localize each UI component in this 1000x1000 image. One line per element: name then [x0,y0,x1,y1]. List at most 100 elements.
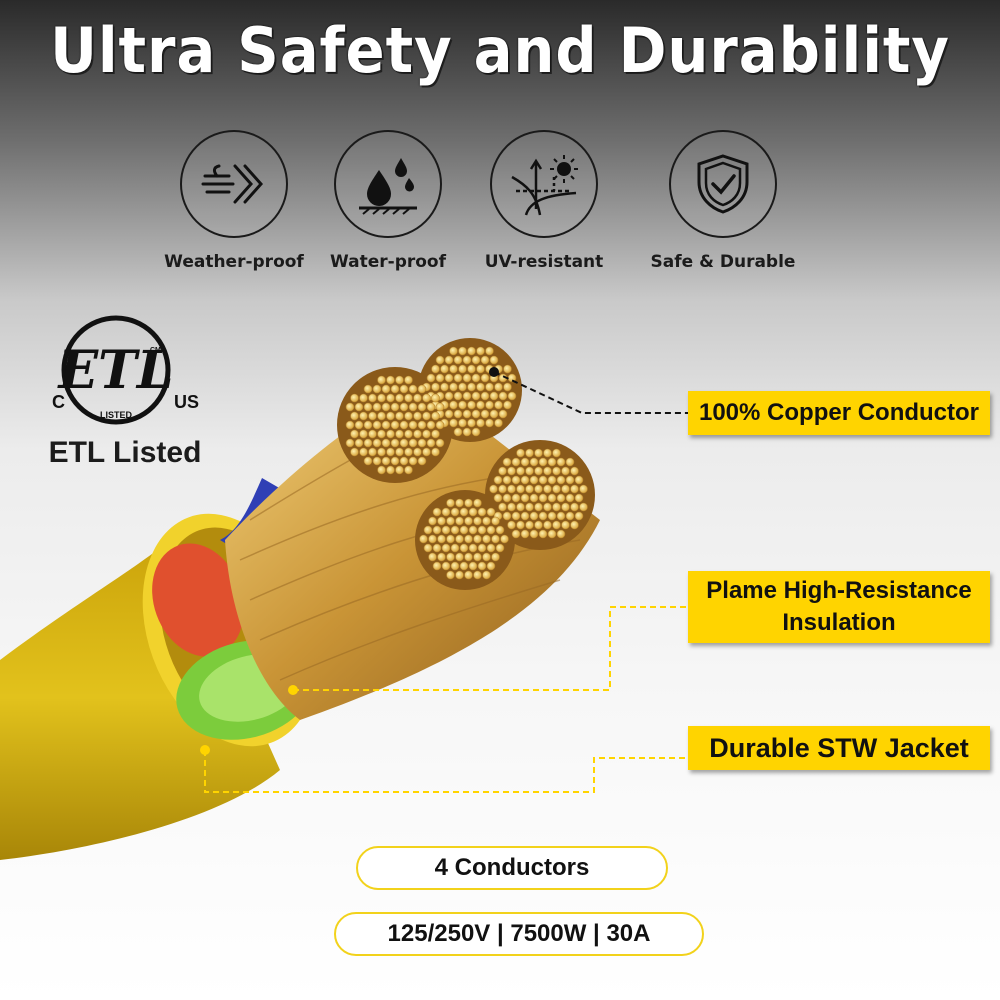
copper-strand [449,418,458,428]
copper-strand [431,364,440,374]
copper-strand [395,429,404,439]
copper-strand [502,511,512,521]
feature-safe-durable: Safe & Durable [633,130,813,272]
copper-strand [538,475,548,485]
copper-strand [543,466,552,476]
copper-strand [444,409,454,419]
copper-strand [500,534,509,544]
copper-strand [444,355,454,365]
feature-label: Safe & Durable [650,252,796,272]
copper-strand [538,529,548,539]
copper-strand [462,373,472,383]
copper-strand [525,448,534,458]
copper-strand [459,543,469,553]
copper-strand [446,516,455,526]
feature-uv-resistant: UV-resistant [454,130,634,272]
copper-strand [450,561,460,571]
copper-strand [467,400,476,410]
copper-strand [543,484,552,494]
copper-strand [503,400,512,410]
copper-strand [467,364,476,374]
copper-strand [381,438,391,448]
svg-text:C: C [52,392,65,412]
copper-strand [471,355,481,365]
copper-strand [437,552,446,562]
copper-strand [363,456,373,466]
copper-strand [511,457,521,467]
copper-strand [363,384,373,394]
copper-strand [395,447,404,457]
copper-strand [534,520,543,530]
copper-strand [386,429,395,439]
copper-strand [516,502,525,512]
copper-strand [363,438,373,448]
copper-strand [350,393,359,403]
callout-label-line2: Insulation [782,609,896,636]
copper-strand [435,373,445,383]
copper-strand [449,364,458,374]
copper-strand [565,475,575,485]
copper-strand [547,493,557,503]
copper-strand [467,418,476,428]
copper-strand [516,484,525,494]
copper-strand [507,502,516,512]
copper-strand [408,456,418,466]
callout-label: 100% Copper Conductor [698,399,980,426]
shield-check-icon [697,154,749,214]
cable-cross-section-illustration [0,338,600,860]
copper-strand [390,438,400,448]
copper-strand [486,543,496,553]
copper-strand [480,355,490,365]
copper-strand [368,411,377,421]
copper-strand [476,400,485,410]
copper-strand [520,493,530,503]
copper-strand [459,525,469,535]
copper-strand [417,420,427,430]
copper-strand [390,402,400,412]
copper-strand [502,457,512,467]
copper-strand [502,493,512,503]
copper-strand [432,543,442,553]
feature-label: Weather-proof [164,252,304,272]
copper-strand [534,466,543,476]
copper-strand [404,465,413,475]
copper-strand [426,420,436,430]
copper-strand [485,400,494,410]
copper-strand [458,364,467,374]
copper-strand [408,420,418,430]
copper-strand [399,384,409,394]
copper-strand [495,525,505,535]
svg-text:CM: CM [150,347,161,354]
copper-strand [368,447,377,457]
copper-strand [350,447,359,457]
red-wire [152,543,244,657]
copper-strand [477,543,487,553]
copper-strand [453,355,463,365]
copper-strand [464,498,473,508]
copper-strand [473,552,482,562]
water-drops-icon [359,158,417,215]
copper-strand [529,475,539,485]
copper-strand [491,516,500,526]
copper-strand [404,393,413,403]
copper-strand [529,529,539,539]
copper-strand [464,552,473,562]
copper-strand [446,552,455,562]
copper-strands [345,346,588,580]
copper-strand [455,498,464,508]
copper-strand [435,402,445,412]
copper-strand [441,561,451,571]
copper-strand [471,427,481,437]
copper-strand [450,525,460,535]
copper-strand [432,561,442,571]
copper-strand [446,534,455,544]
copper-strand [395,465,404,475]
copper-strand [579,484,588,494]
copper-strand [570,484,579,494]
copper-strand [565,493,575,503]
copper-strand [556,457,566,467]
copper-strand [476,418,485,428]
copper-strand [529,511,539,521]
copper-strand [482,570,491,580]
